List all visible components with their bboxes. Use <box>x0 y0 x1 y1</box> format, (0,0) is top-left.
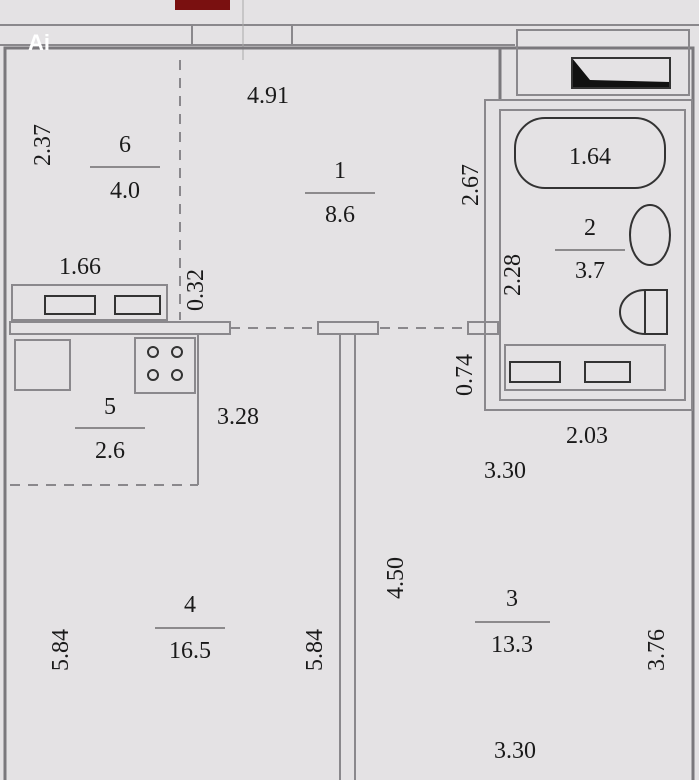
room-number: 3 <box>506 586 518 612</box>
kitchen-counter <box>11 284 168 321</box>
dimension-label: 2.37 <box>30 124 56 166</box>
dimension-label: 1.66 <box>59 254 101 280</box>
dimension-label: 0.32 <box>183 269 209 311</box>
sink-counter-icon <box>584 361 631 383</box>
sink-icon <box>629 204 671 266</box>
dimension-label: 5.84 <box>302 629 328 671</box>
room-5-label: 5 2.6 <box>75 394 145 464</box>
dimension-label: 3.76 <box>644 629 670 671</box>
stove-icon <box>134 337 196 394</box>
bathroom-inner-wall <box>499 109 686 401</box>
bathtub-icon <box>572 58 670 88</box>
room-area: 2.6 <box>95 438 125 464</box>
bathtub-inner <box>571 57 671 89</box>
counter-appliance-icon <box>44 295 96 315</box>
interior-wall <box>317 321 379 335</box>
red-stamp-mark <box>175 0 230 10</box>
room-2-label: 2 3.7 <box>555 215 625 284</box>
toilet-icon <box>619 288 668 336</box>
stove-burner-icon <box>171 369 183 381</box>
room-3-label: 3 13.3 <box>475 586 550 658</box>
dimension-label: 0.74 <box>452 354 478 396</box>
room-1-label: 1 8.6 <box>305 158 375 228</box>
room-area: 4.0 <box>110 178 140 204</box>
room-6-label: 6 4.0 <box>90 132 160 204</box>
room-number: 1 <box>334 158 346 184</box>
watermark-logo: Ai <box>28 30 50 55</box>
counter-sink-icon <box>114 295 161 315</box>
room-number: 4 <box>184 592 196 618</box>
room-number: 6 <box>119 132 131 158</box>
dimension-label: 4.50 <box>383 557 409 599</box>
room-number: 2 <box>584 215 596 241</box>
room-area: 13.3 <box>491 632 533 658</box>
stove-burner-icon <box>147 369 159 381</box>
outer-wall <box>3 46 695 780</box>
dimension-label: 1.64 <box>569 144 611 170</box>
dimension-label: 2.67 <box>458 164 484 206</box>
room-4-label: 4 16.5 <box>155 592 225 664</box>
room-area: 8.6 <box>325 202 355 228</box>
laundry-counter <box>504 344 666 391</box>
room-area: 16.5 <box>169 638 211 664</box>
dimension-label: 5.84 <box>48 629 74 671</box>
room-area: 3.7 <box>575 258 605 284</box>
bath-tub-oval <box>514 117 666 189</box>
interior-wall <box>467 321 499 335</box>
dimension-label: 2.28 <box>500 254 526 296</box>
stove-burner-icon <box>171 346 183 358</box>
washing-machine-icon <box>509 361 561 383</box>
kitchen-sink-icon <box>14 339 71 391</box>
stove-burner-icon <box>147 346 159 358</box>
dimension-label: 3.28 <box>217 404 259 430</box>
dimension-label: 3.30 <box>484 458 526 484</box>
dimension-label: 2.03 <box>566 423 608 449</box>
bathtub-outline <box>516 29 690 96</box>
dimension-label: 3.30 <box>494 738 536 764</box>
bathroom-outer-wall <box>484 99 693 411</box>
room-number: 5 <box>104 394 116 420</box>
dimension-label: 4.91 <box>247 83 289 109</box>
interior-wall <box>9 321 231 335</box>
